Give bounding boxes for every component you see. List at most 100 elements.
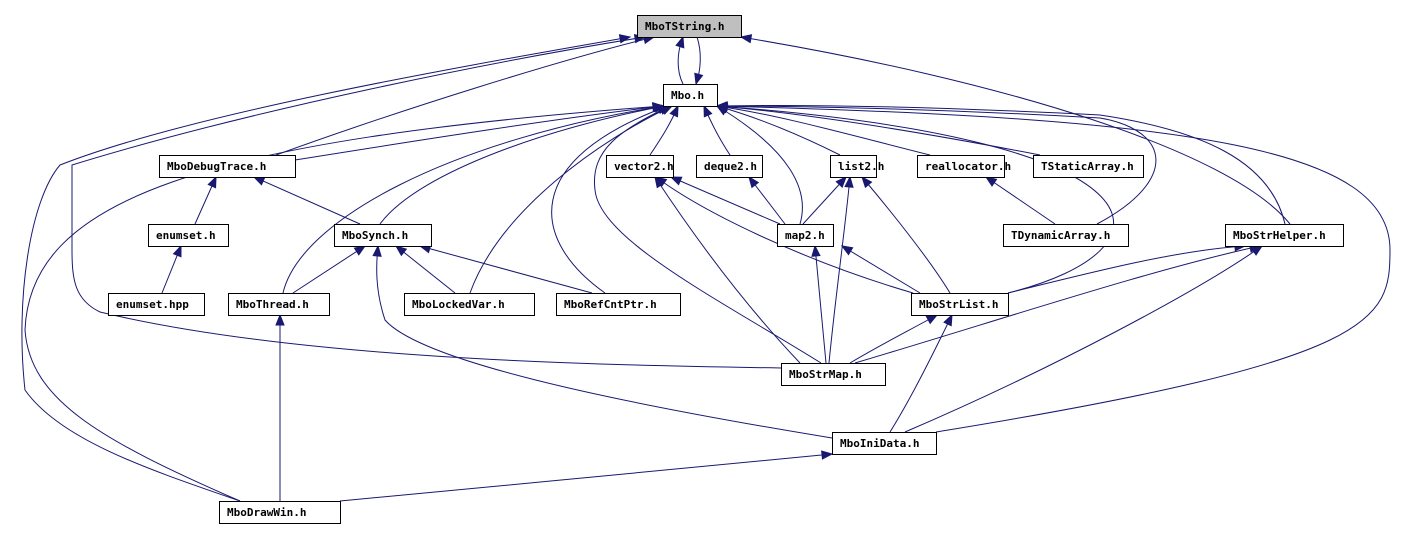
edge-MboIniData-to-MboStrHelper-arrowhead bbox=[1250, 245, 1264, 256]
edge-MboStrList-to-list2 bbox=[861, 176, 951, 294]
node-TDynamicArray[interactable]: TDynamicArray.h bbox=[1003, 224, 1129, 247]
edge-Mbo-to-MboTString-arrowhead bbox=[675, 35, 685, 49]
node-label: MboDebugTrace.h bbox=[167, 160, 266, 173]
node-box bbox=[404, 293, 535, 316]
edge-MboStrList-to-map2 bbox=[841, 245, 921, 294]
edge-list2-to-Mbo bbox=[716, 105, 841, 156]
node-box bbox=[606, 155, 674, 178]
node-enumset_hpp[interactable]: enumset.hpp bbox=[108, 293, 205, 316]
edge-TDynamicArray-to-reallocator bbox=[985, 176, 1056, 225]
edge-MboDrawWin-to-MboIniData-arrowhead bbox=[821, 450, 834, 460]
node-box bbox=[334, 224, 432, 247]
edge-MboRefCntPtr-to-Mbo bbox=[551, 105, 669, 294]
edge-MboStrMap-to-Mbo bbox=[593, 105, 822, 364]
node-vector2[interactable]: vector2.h bbox=[606, 155, 674, 178]
edge-MboSynch-to-Mbo bbox=[379, 105, 666, 225]
edge-MboStrList-to-list2-arrowhead bbox=[861, 175, 873, 189]
edge-map2-to-vector2-arrowhead bbox=[669, 176, 683, 186]
edge-map2-to-vector2 bbox=[670, 176, 781, 225]
node-box bbox=[556, 293, 681, 316]
node-label: MboSynch.h bbox=[342, 229, 408, 242]
node-MboIniData[interactable]: MboIniData.h bbox=[832, 432, 937, 455]
node-MboSynch[interactable]: MboSynch.h bbox=[334, 224, 432, 247]
node-label: MboStrList.h bbox=[919, 298, 998, 311]
node-box bbox=[219, 501, 341, 524]
edge-MboStrMap-to-list2-arrowhead bbox=[844, 175, 854, 188]
edge-vector2-to-Mbo-arrowhead bbox=[669, 104, 679, 118]
node-MboStrList[interactable]: MboStrList.h bbox=[911, 293, 1009, 316]
node-box bbox=[911, 293, 1009, 316]
node-label: MboRefCntPtr.h bbox=[564, 298, 657, 311]
node-reallocator[interactable]: reallocator.h bbox=[917, 155, 1012, 178]
edge-reallocator-to-Mbo bbox=[716, 105, 931, 156]
node-label: TStaticArray.h bbox=[1041, 160, 1134, 173]
edge-MboDebugTrace-to-MboTString bbox=[275, 36, 655, 156]
edge-MboStrList-to-vector2 bbox=[655, 176, 914, 294]
edge-MboLockedVar-to-Mbo bbox=[469, 105, 673, 294]
node-label: MboTString.h bbox=[645, 20, 724, 33]
edge-MboStrMap-to-MboStrList bbox=[849, 314, 938, 364]
edge-MboIniData-to-MboStrList-arrowhead bbox=[943, 313, 953, 327]
edge-deque2-to-Mbo-arrowhead bbox=[703, 104, 713, 118]
node-label: MboStrHelper.h bbox=[1233, 229, 1326, 242]
node-enumset_h[interactable]: enumset.h bbox=[148, 224, 229, 247]
edge-MboStrMap-to-MboStrList-arrowhead bbox=[925, 314, 939, 325]
edge-MboThread-to-MboSynch-arrowhead bbox=[353, 245, 367, 256]
node-label: deque2.h bbox=[704, 160, 757, 173]
node-TStaticArray[interactable]: TStaticArray.h bbox=[1033, 155, 1144, 178]
node-deque2[interactable]: deque2.h bbox=[696, 155, 763, 178]
edge-MboIniData-to-MboStrList bbox=[889, 314, 953, 433]
node-box bbox=[637, 15, 742, 38]
edge-TDynamicArray-to-reallocator-arrowhead bbox=[984, 176, 998, 187]
node-box bbox=[781, 363, 886, 386]
edge-MboIniData-to-MboStrHelper bbox=[904, 245, 1263, 433]
node-box bbox=[1225, 224, 1344, 247]
node-label: MboLockedVar.h bbox=[412, 298, 505, 311]
edge-MboIniData-to-MboSynch-arrowhead bbox=[372, 244, 382, 257]
node-label: enumset.h bbox=[156, 229, 216, 242]
node-MboDebugTrace[interactable]: MboDebugTrace.h bbox=[159, 155, 296, 178]
node-MboTString[interactable]: MboTString.h bbox=[637, 15, 742, 38]
edge-MboIniData-to-Mbo-arrowhead bbox=[715, 101, 728, 112]
node-box bbox=[917, 155, 1005, 178]
node-label: list2.h bbox=[838, 160, 884, 173]
edge-MboSynch-to-MboDebugTrace bbox=[253, 176, 361, 225]
edge-map2-to-list2-arrowhead bbox=[835, 176, 847, 188]
node-box bbox=[696, 155, 763, 178]
edge-MboStrMap-to-MboTString bbox=[71, 36, 782, 369]
node-MboStrHelper[interactable]: MboStrHelper.h bbox=[1225, 224, 1344, 247]
edge-MboDrawWin-to-Mbo bbox=[24, 105, 664, 502]
node-box bbox=[1003, 224, 1129, 247]
node-list2[interactable]: list2.h bbox=[830, 155, 885, 178]
edge-MboDebugTrace-to-Mbo bbox=[294, 105, 664, 161]
edge-map2-to-list2 bbox=[802, 176, 847, 225]
node-box bbox=[777, 224, 834, 247]
node-map2[interactable]: map2.h bbox=[777, 224, 834, 247]
edge-MboRefCntPtr-to-MboSynch bbox=[419, 245, 593, 294]
node-MboLockedVar[interactable]: MboLockedVar.h bbox=[404, 293, 535, 316]
edge-MboStrMap-to-map2-arrowhead bbox=[811, 244, 821, 257]
edge-MboDrawWin-to-MboIniData bbox=[339, 453, 833, 502]
node-label: MboDrawWin.h bbox=[227, 506, 306, 519]
edge-enumset_h-to-MboDebugTrace-arrowhead bbox=[207, 175, 217, 189]
edge-MboStrList-to-Mbo bbox=[716, 105, 1114, 294]
node-label: MboStrMap.h bbox=[789, 368, 862, 381]
node-box bbox=[832, 432, 937, 455]
edge-MboStrList-to-map2-arrowhead bbox=[840, 245, 854, 256]
node-MboStrMap[interactable]: MboStrMap.h bbox=[781, 363, 886, 386]
node-MboRefCntPtr[interactable]: MboRefCntPtr.h bbox=[556, 293, 681, 316]
node-label: MboThread.h bbox=[236, 298, 309, 311]
node-Mbo[interactable]: Mbo.h bbox=[663, 84, 718, 107]
node-MboDrawWin[interactable]: MboDrawWin.h bbox=[219, 501, 341, 524]
node-label: MboIniData.h bbox=[840, 437, 919, 450]
edge-map2-to-Mbo bbox=[716, 105, 803, 225]
node-label: enumset.hpp bbox=[116, 298, 189, 311]
node-box bbox=[663, 84, 718, 107]
node-MboThread[interactable]: MboThread.h bbox=[228, 293, 330, 316]
node-label: map2.h bbox=[785, 229, 825, 242]
edge-MboDrawWin-to-MboTString-arrowhead bbox=[618, 34, 632, 44]
edge-MboStrHelper-to-MboTString-arrowhead bbox=[739, 34, 753, 44]
edge-MboStrHelper-to-MboTString bbox=[740, 36, 1291, 225]
edge-MboThread-to-Mbo bbox=[282, 105, 665, 294]
